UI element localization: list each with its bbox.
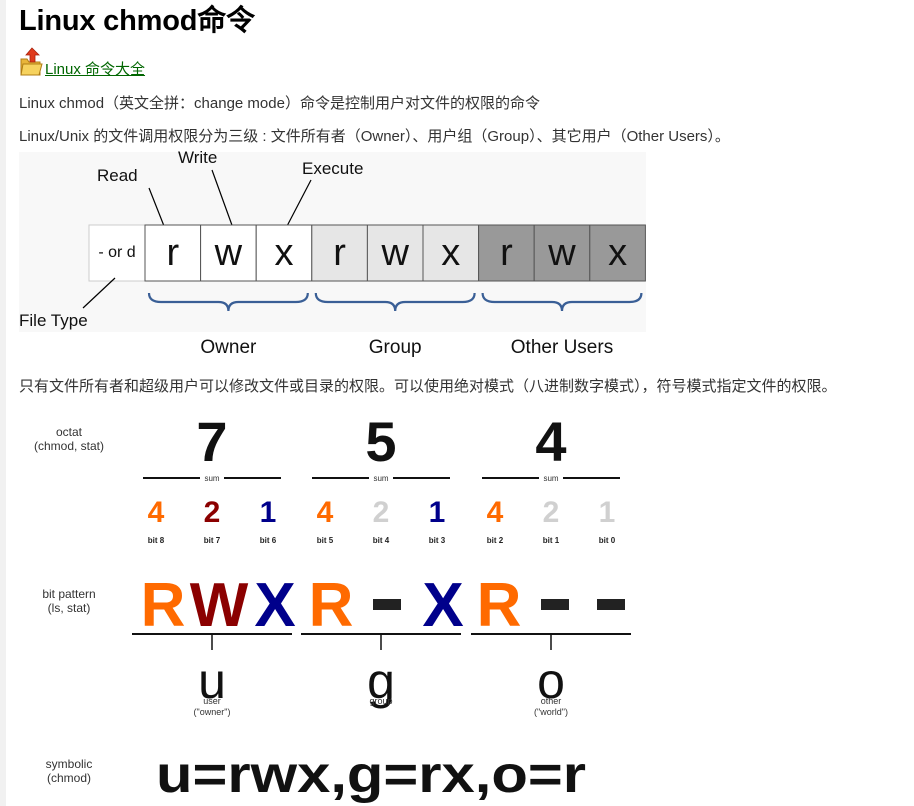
- permission-cell-letter: w: [380, 232, 409, 274]
- page-title: Linux chmod命令: [19, 5, 255, 37]
- group-brace: [481, 292, 643, 312]
- write-pointer: [211, 169, 234, 229]
- permission-cell-letter: w: [547, 232, 576, 274]
- pattern-dash: [541, 599, 569, 610]
- pattern-dash: [597, 599, 625, 610]
- bit-label: bit 7: [204, 536, 221, 545]
- class-alias: ("owner"): [194, 707, 231, 717]
- permission-cell-letter: x: [608, 232, 627, 274]
- permission-cell-letter: w: [214, 232, 243, 274]
- group-label: Owner: [200, 337, 257, 358]
- permission-cell: [533, 224, 591, 282]
- bit-pattern-label: bit pattern: [42, 587, 95, 601]
- bit-value: 2: [543, 496, 560, 529]
- octat-sublabel: (chmod, stat): [34, 439, 104, 453]
- bit-value: 4: [317, 496, 334, 529]
- bit-value: 4: [148, 496, 165, 529]
- class-letter: g: [367, 653, 395, 709]
- permission-cell: [422, 224, 480, 282]
- bit-row: 4 bit 8 2 bit 7 1 bit 6 4 bit 5 2 bit 4 1 bit 3 4 bit…: [148, 496, 616, 545]
- bit-label: bit 1: [543, 536, 560, 545]
- pattern-letter: X: [254, 571, 295, 640]
- pattern-letter: R: [309, 571, 354, 640]
- bit-value: 2: [204, 496, 221, 529]
- bit-label: bit 8: [148, 536, 165, 545]
- octal-digit: 7: [196, 410, 227, 473]
- bit-label: bit 4: [373, 536, 390, 545]
- chmod-modes-diagram: octat (chmod, stat) bit pattern (ls, sta…: [34, 410, 631, 804]
- symbolic-notation: u=rwx,g=rx,o=r: [156, 746, 586, 804]
- class-name: other: [541, 696, 562, 706]
- intro-text: Linux chmod（英文全拼：change mode）命令是控制用户对文件的…: [19, 95, 540, 112]
- linux-commands-link[interactable]: Linux 命令大全: [45, 61, 146, 78]
- permission-cell-letter: x: [441, 232, 460, 274]
- bit-pattern-sublabel: (ls, stat): [48, 601, 91, 615]
- permission-cell: [589, 224, 646, 282]
- bit-value: 1: [599, 496, 616, 529]
- read-label: Read: [97, 166, 138, 185]
- pattern-letter: W: [190, 571, 249, 640]
- class-letter: u: [198, 653, 226, 709]
- left-gutter: [0, 0, 6, 806]
- group-brace: [147, 292, 309, 312]
- bit-label: bit 5: [317, 536, 334, 545]
- octat-label: octat: [56, 425, 83, 439]
- class-name: user: [203, 696, 221, 706]
- write-label: Write: [178, 150, 217, 167]
- read-pointer: [148, 187, 165, 227]
- levels-text: Linux/Unix 的文件调用权限分为三级 : 文件所有者（Owner）、用户…: [19, 128, 730, 145]
- permission-cell-letter: r: [166, 232, 179, 274]
- permission-cell: [255, 224, 313, 282]
- pattern-letter: R: [477, 571, 522, 640]
- permission-cell-letter: r: [500, 232, 513, 274]
- group-label: Other Users: [511, 337, 613, 358]
- pattern-dash: [373, 599, 401, 610]
- symbolic-sublabel: (chmod): [47, 771, 91, 785]
- permission-cell: [200, 224, 257, 282]
- bit-value: 4: [487, 496, 504, 529]
- nav-link-row: Linux 命令大全: [19, 46, 145, 82]
- bit-label: bit 0: [599, 536, 616, 545]
- pattern-letter: R: [141, 571, 186, 640]
- bit-label: bit 2: [487, 536, 504, 545]
- permission-cell-letter: r: [333, 232, 346, 274]
- group-brace: [314, 292, 476, 312]
- bit-value: 1: [260, 496, 277, 529]
- octal-digit: 4: [535, 410, 566, 473]
- pattern-letter: X: [422, 571, 463, 640]
- execute-label: Execute: [302, 159, 363, 178]
- file-type-pointer: [82, 277, 116, 309]
- file-type-box-label: - or d: [98, 244, 135, 261]
- octal-digit: 5: [365, 410, 396, 473]
- sum-label: sum: [373, 474, 388, 483]
- class-letter: o: [537, 653, 565, 709]
- bit-label: bit 6: [260, 536, 277, 545]
- bit-label: bit 3: [429, 536, 446, 545]
- class-alias: ("world"): [534, 707, 568, 717]
- bit-value: 2: [373, 496, 390, 529]
- file-type-box: [88, 224, 146, 282]
- modes-note-text: 只有文件所有者和超级用户可以修改文件或目录的权限。可以使用绝对模式（八进制数字模…: [19, 378, 837, 395]
- sum-label: sum: [204, 474, 219, 483]
- execute-pointer: [285, 179, 312, 229]
- sum-label: sum: [543, 474, 558, 483]
- class-name: group: [369, 696, 392, 706]
- file-type-label: File Type: [19, 311, 88, 330]
- permission-cell: [144, 224, 202, 282]
- group-braces: Owner Group Other Users: [147, 292, 643, 358]
- permission-cell: [366, 224, 424, 282]
- bit-value: 1: [429, 496, 446, 529]
- group-label: Group: [369, 337, 422, 358]
- permission-cell-letter: x: [275, 232, 294, 274]
- symbolic-label: symbolic: [46, 757, 93, 771]
- folder-up-icon: [19, 45, 43, 82]
